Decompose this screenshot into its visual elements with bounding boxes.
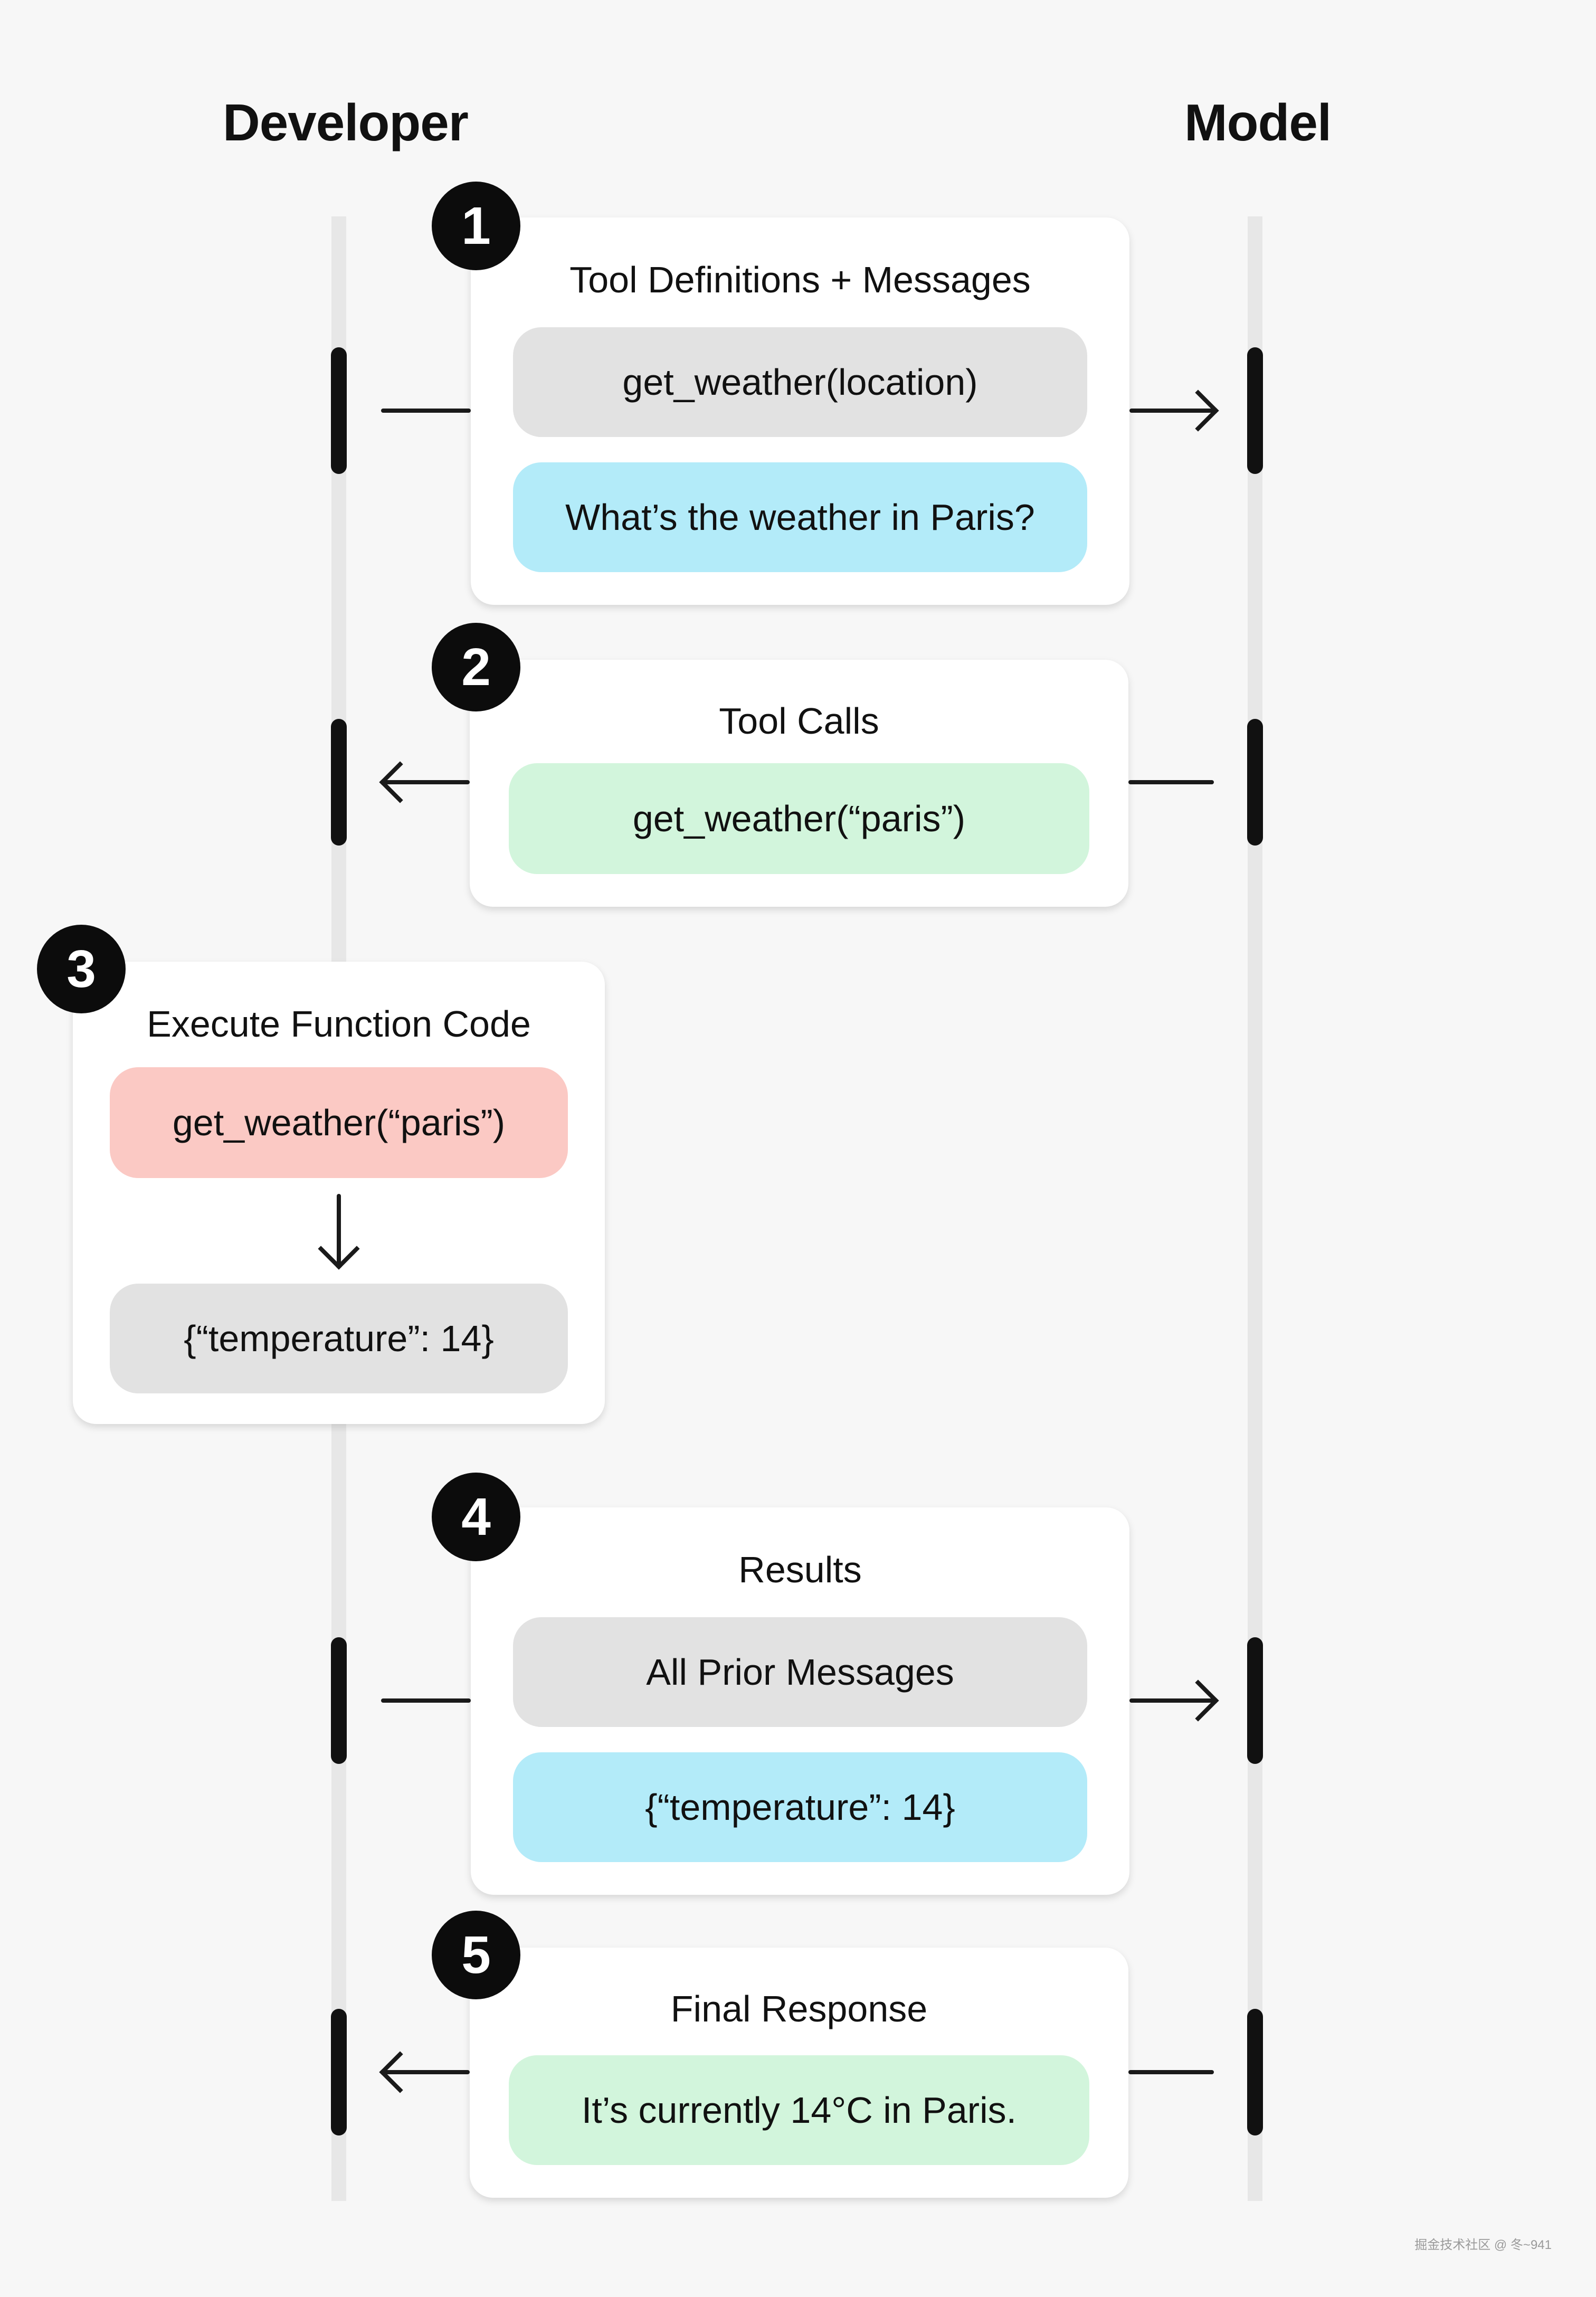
developer-lane-marker-5 xyxy=(331,2009,347,2135)
final-response-pill: It’s currently 14°C in Paris. xyxy=(509,2055,1089,2165)
step-4-title: Results xyxy=(738,1549,862,1590)
model-lane-marker-2 xyxy=(1247,719,1263,846)
step-4-badge: 4 xyxy=(432,1473,520,1561)
arrow-left-icon xyxy=(379,2051,421,2093)
step-4-card: Results All Prior Messages {“temperature… xyxy=(471,1507,1129,1895)
step-1-card: Tool Definitions + Messages get_weather(… xyxy=(471,217,1129,605)
connector-line xyxy=(1129,409,1214,413)
tool-definition-pill: get_weather(location) xyxy=(513,327,1087,437)
execute-function-pill: get_weather(“paris”) xyxy=(110,1067,568,1178)
arrow-right-icon xyxy=(1177,1679,1219,1722)
prior-messages-pill: All Prior Messages xyxy=(513,1617,1087,1727)
arrow-down-icon xyxy=(318,1228,360,1270)
connector-line xyxy=(381,1698,471,1703)
model-lifeline xyxy=(1248,216,1262,2201)
connector-line xyxy=(1129,1698,1214,1703)
step-3-title: Execute Function Code xyxy=(147,1003,531,1045)
step-2-badge: 2 xyxy=(432,623,520,711)
model-lane-marker-4 xyxy=(1247,1637,1263,1764)
connector-line xyxy=(337,1194,341,1266)
step-1-title: Tool Definitions + Messages xyxy=(569,259,1031,300)
step-3-card: Execute Function Code get_weather(“paris… xyxy=(73,962,605,1424)
connector-line xyxy=(383,780,470,784)
developer-lane-marker-2 xyxy=(331,719,347,846)
connector-line xyxy=(1128,2070,1214,2074)
watermark: 掘金技术社区 @ 冬~941 xyxy=(1414,2238,1552,2252)
step-5-title: Final Response xyxy=(670,1988,928,2029)
step-5-card: Final Response It’s currently 14°C in Pa… xyxy=(470,1948,1128,2198)
user-message-pill: What’s the weather in Paris? xyxy=(513,462,1087,572)
developer-header: Developer xyxy=(223,93,469,151)
arrow-right-icon xyxy=(1177,390,1219,432)
result-pill: {“temperature”: 14} xyxy=(513,1752,1087,1862)
connector-line xyxy=(383,2070,470,2074)
model-header: Model xyxy=(1184,93,1332,151)
function-result-pill: {“temperature”: 14} xyxy=(110,1284,568,1393)
step-3-badge: 3 xyxy=(37,925,126,1013)
connector-line xyxy=(1128,780,1214,784)
connector-line xyxy=(381,409,471,413)
model-lane-marker-5 xyxy=(1247,2009,1263,2135)
developer-lane-marker-4 xyxy=(331,1637,347,1764)
tool-call-pill: get_weather(“paris”) xyxy=(509,763,1089,874)
step-5-badge: 5 xyxy=(432,1911,520,1999)
developer-lane-marker-1 xyxy=(331,347,347,474)
model-lane-marker-1 xyxy=(1247,347,1263,474)
step-2-card: Tool Calls get_weather(“paris”) xyxy=(470,660,1128,907)
step-2-title: Tool Calls xyxy=(719,700,879,742)
step-1-badge: 1 xyxy=(432,182,520,270)
arrow-left-icon xyxy=(379,761,421,803)
